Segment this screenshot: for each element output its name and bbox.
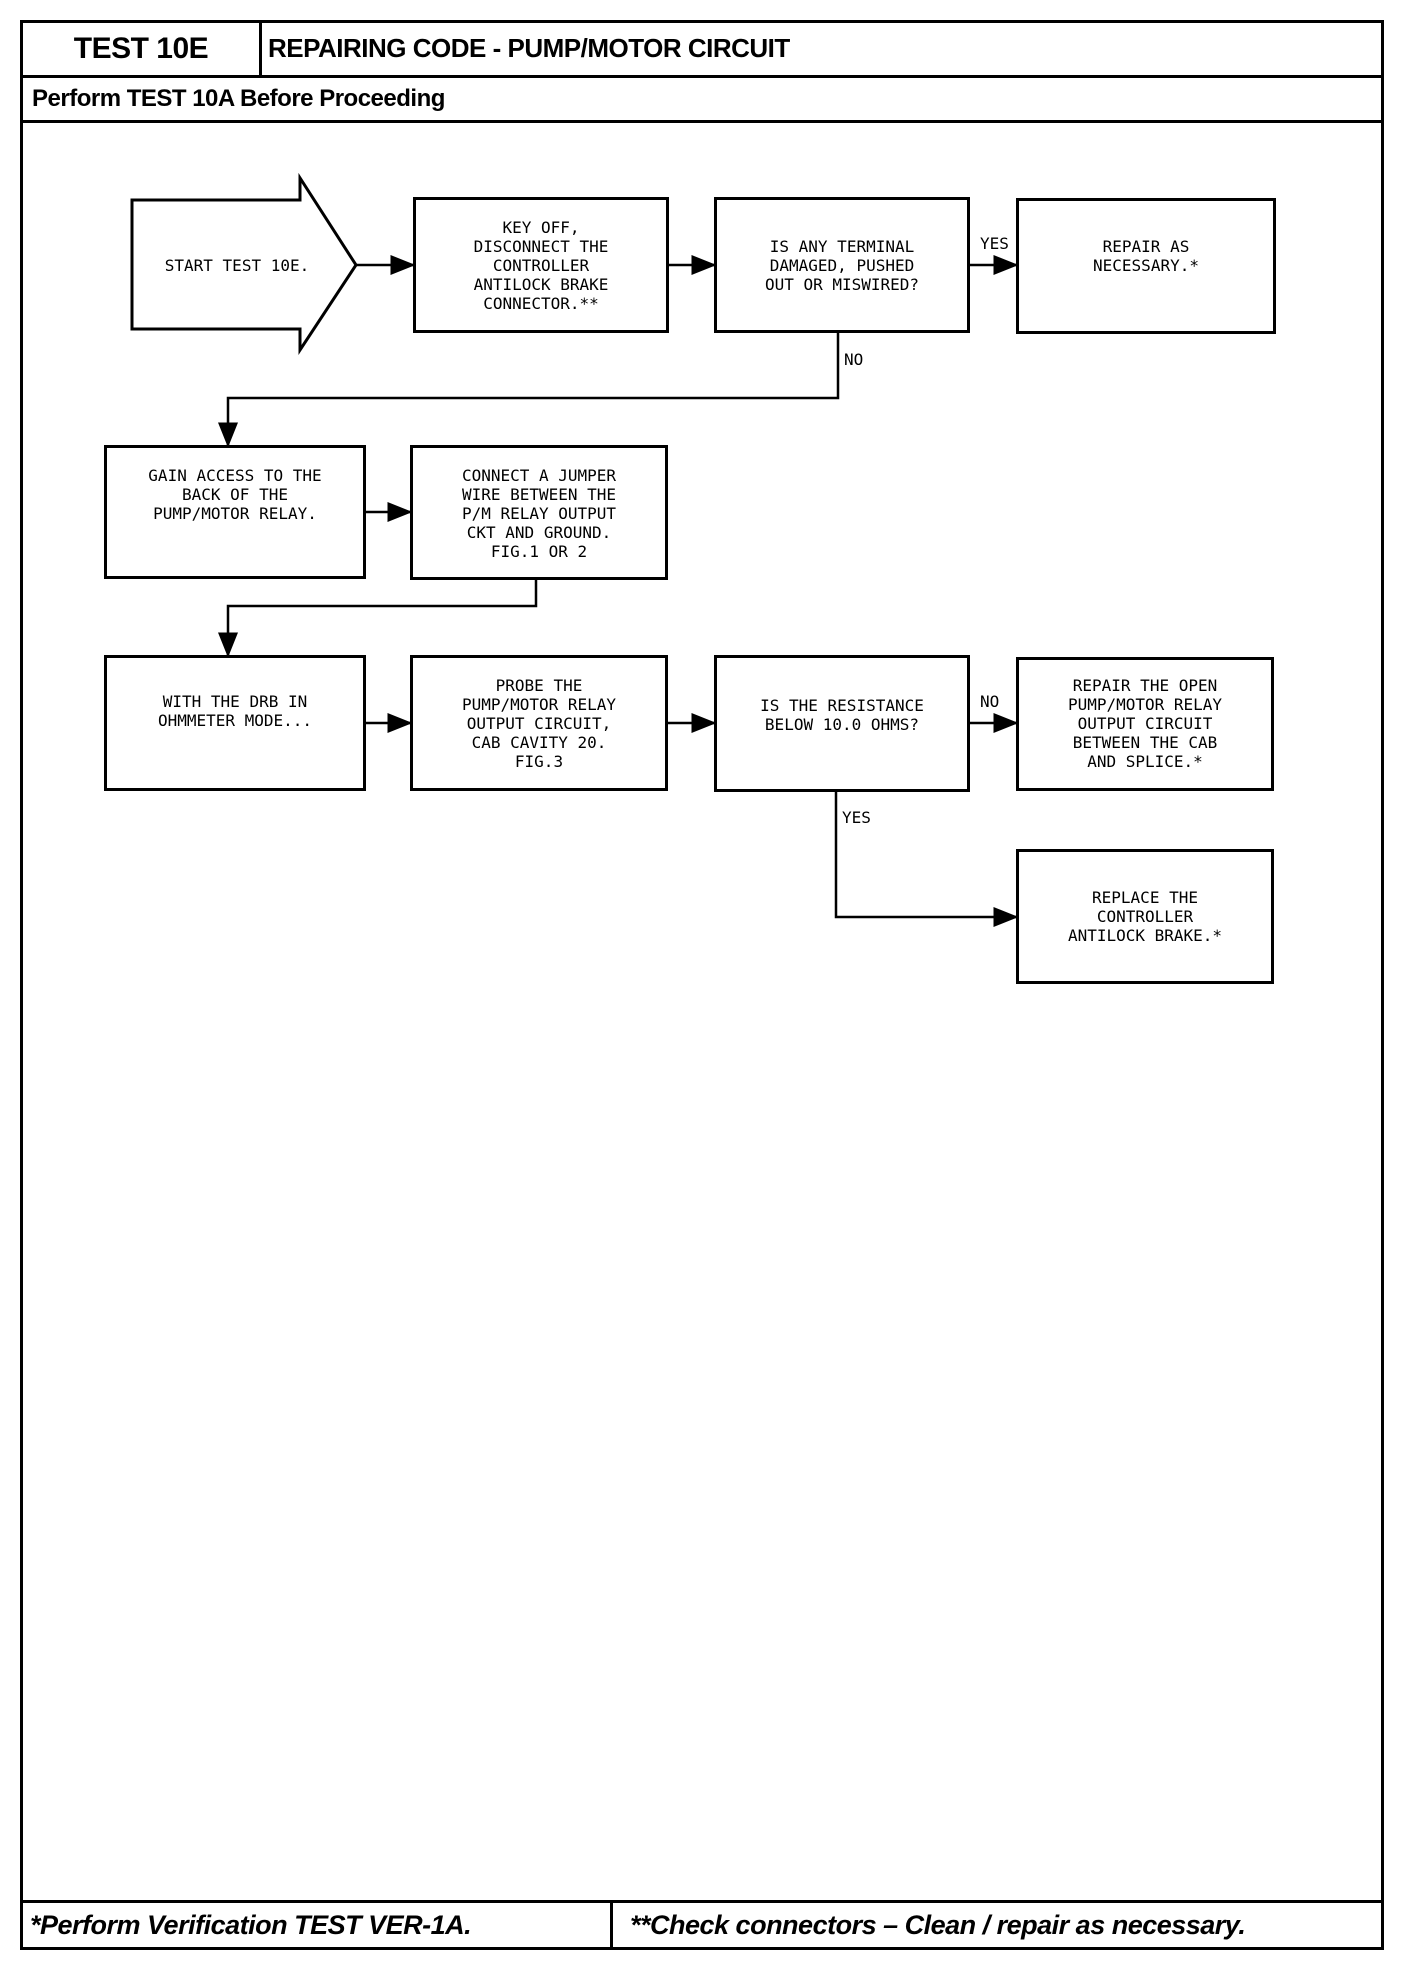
step-repair-as-necessary: REPAIR AS NECESSARY.*	[1016, 198, 1276, 334]
step-repair-open: REPAIR THE OPEN PUMP/MOTOR RELAY OUTPUT …	[1016, 657, 1274, 791]
step-connect-jumper: CONNECT A JUMPER WIRE BETWEEN THE P/M RE…	[410, 445, 668, 580]
connector-jumper-drb	[218, 580, 538, 658]
footer-note-connectors: **Check connectors – Clean / repair as n…	[630, 1909, 1246, 1940]
decision-terminal-check: IS ANY TERMINAL DAMAGED, PUSHED OUT OR M…	[714, 197, 970, 333]
step-connect-jumper-text: CONNECT A JUMPER WIRE BETWEEN THE P/M RE…	[461, 466, 617, 561]
prerequisite-note: Perform TEST 10A Before Proceeding	[32, 85, 445, 112]
branch-label-yes: YES	[980, 234, 1009, 253]
step-replace-controller: REPLACE THE CONTROLLER ANTILOCK BRAKE.*	[1016, 849, 1274, 984]
branch-label-no: NO	[844, 350, 864, 369]
prerequisite-row	[20, 75, 1384, 123]
footer-divider	[610, 1900, 613, 1950]
step-gain-access: GAIN ACCESS TO THE BACK OF THE PUMP/MOTO…	[104, 445, 366, 579]
connector-resistance-replace	[834, 792, 1019, 927]
branch-label-yes: YES	[842, 808, 871, 827]
step-replace-controller-text: REPLACE THE CONTROLLER ANTILOCK BRAKE.*	[1067, 888, 1223, 945]
decision-terminal-check-text: IS ANY TERMINAL DAMAGED, PUSHED OUT OR M…	[764, 236, 920, 294]
decision-resistance-check: IS THE RESISTANCE BELOW 10.0 OHMS?	[714, 655, 970, 792]
step-probe-circuit-text: PROBE THE PUMP/MOTOR RELAY OUTPUT CIRCUI…	[461, 676, 617, 771]
connector-terminal-gainaccess	[218, 333, 840, 448]
footer-row	[20, 1900, 1384, 1950]
branch-label-no: NO	[980, 692, 1000, 711]
start-arrow-shape	[130, 172, 358, 356]
start-step: START TEST 10E.	[164, 255, 310, 275]
decision-resistance-check-text: IS THE RESISTANCE BELOW 10.0 OHMS?	[760, 696, 924, 734]
step-gain-access-text: GAIN ACCESS TO THE BACK OF THE PUMP/MOTO…	[148, 466, 322, 523]
page-title: REPAIRING CODE - PUMP/MOTOR CIRCUIT	[268, 32, 790, 63]
step-drb-ohmmeter: WITH THE DRB IN OHMMETER MODE...	[104, 655, 366, 791]
step-drb-ohmmeter-text: WITH THE DRB IN OHMMETER MODE...	[157, 692, 313, 730]
step-probe-circuit: PROBE THE PUMP/MOTOR RELAY OUTPUT CIRCUI…	[410, 655, 668, 791]
step-key-off-text: KEY OFF, DISCONNECT THE CONTROLLER ANTIL…	[473, 217, 609, 313]
footer-note-verification: *Perform Verification TEST VER-1A.	[30, 1909, 472, 1940]
step-repair-open-text: REPAIR THE OPEN PUMP/MOTOR RELAY OUTPUT …	[1067, 676, 1223, 771]
step-repair-as-necessary-text: REPAIR AS NECESSARY.*	[1093, 237, 1199, 275]
step-key-off: KEY OFF, DISCONNECT THE CONTROLLER ANTIL…	[413, 197, 669, 333]
